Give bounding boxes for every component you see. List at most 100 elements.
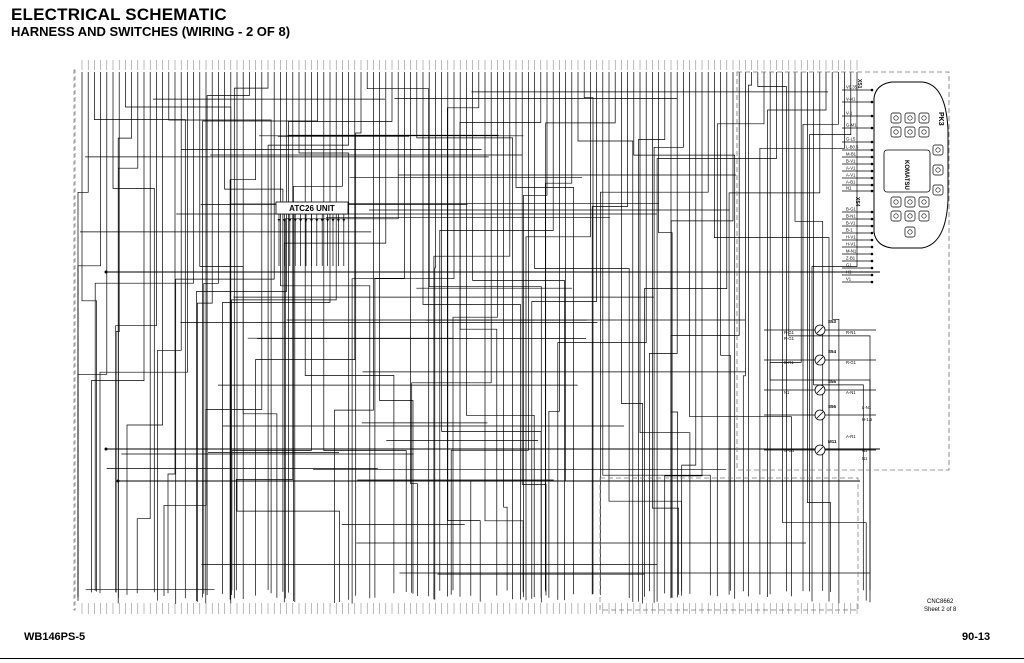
panel-pin <box>870 280 874 284</box>
panel-key-symbol <box>921 115 927 121</box>
wire <box>802 72 839 592</box>
wire <box>304 72 395 594</box>
panel-pin <box>870 252 874 256</box>
switch-wire-label: R-N1 <box>846 330 856 335</box>
panel-wire-label: V1 <box>846 277 852 282</box>
wire <box>323 72 407 592</box>
atc26-unit-label: ATC26 UNIT <box>289 204 335 213</box>
wire <box>633 72 736 599</box>
wire <box>811 72 858 602</box>
wire <box>656 72 777 602</box>
atc-pin-arrow <box>331 219 335 222</box>
panel-pin <box>870 238 874 242</box>
wire <box>714 72 830 602</box>
wire <box>503 72 508 591</box>
wire <box>163 72 207 597</box>
left-boundary <box>73 69 76 611</box>
panel-key-symbol <box>893 213 899 219</box>
wire <box>126 72 163 595</box>
wire <box>229 72 256 600</box>
panel-pin <box>870 176 874 180</box>
wire <box>767 72 827 597</box>
wire <box>523 72 548 598</box>
panel-pin <box>870 210 874 214</box>
wire <box>748 72 752 597</box>
atc-pin-arrow <box>326 219 329 222</box>
panel-key <box>904 226 916 238</box>
wire <box>283 72 387 603</box>
switch-wire-label: N1 <box>784 390 790 395</box>
wire <box>525 72 591 601</box>
switch-wire-label: B-R1 <box>784 360 794 365</box>
panel-pin <box>870 162 874 166</box>
panel-key <box>918 126 930 138</box>
junction-dot <box>104 447 108 451</box>
page-title: ELECTRICAL SCHEMATIC <box>11 5 227 24</box>
panel-key-symbol <box>907 213 913 219</box>
page-number: 90-13 <box>962 631 991 643</box>
switch-wire-label: A-N1 <box>846 390 856 395</box>
wire <box>439 72 554 591</box>
wire-bundle <box>77 72 880 604</box>
panel-key-symbol <box>935 167 941 173</box>
switch-wire-label: H-1.5 <box>862 417 873 422</box>
wire <box>466 72 535 597</box>
junction-dot <box>104 270 108 274</box>
switch-contact <box>816 326 824 334</box>
panel-wire-label: M-N1 <box>846 249 857 254</box>
switch-wire-label: R-G1 <box>846 360 857 365</box>
switch-wire-label: R-G1 <box>784 330 795 335</box>
wire <box>280 72 371 599</box>
wire <box>649 72 678 592</box>
wire <box>809 72 852 592</box>
switch-label: S56 <box>828 404 837 409</box>
wire <box>583 72 594 594</box>
panel-key-symbol <box>921 213 927 219</box>
panel-id-label: PK3 <box>937 112 944 126</box>
wire <box>115 72 120 593</box>
panel-key-symbol <box>907 229 913 235</box>
panel-key <box>918 196 930 208</box>
panel-key <box>904 196 916 208</box>
wire <box>788 72 871 591</box>
panel-pin <box>870 183 874 187</box>
wire <box>459 72 542 597</box>
wire <box>77 72 101 601</box>
wire <box>115 72 157 593</box>
panel-wire-label: M-B1 <box>846 152 857 157</box>
drawing-code-block: CNC8662 Sheet 2 of 8 <box>924 598 956 614</box>
panel-wire-label: L-B0.5 <box>846 145 859 150</box>
wire <box>545 72 616 592</box>
panel-wire-label: N1 <box>846 186 852 191</box>
atc-pin-arrow <box>283 219 286 222</box>
wire <box>99 72 188 594</box>
panel-wire-label: B-V1 <box>846 221 856 226</box>
wire <box>112 72 155 593</box>
wire <box>196 72 287 602</box>
cab-boundary <box>736 71 950 471</box>
panel-pin <box>870 155 874 159</box>
wire <box>644 72 728 597</box>
wire <box>757 72 787 592</box>
panel-wire-label: A-V1 <box>846 173 856 178</box>
wire <box>411 72 492 593</box>
wire <box>334 72 374 603</box>
lower-boundary <box>599 477 859 611</box>
wire <box>197 72 213 602</box>
wire <box>293 72 343 602</box>
wire <box>759 72 845 595</box>
wire <box>720 72 731 591</box>
wire <box>433 72 511 600</box>
wire <box>206 72 250 595</box>
wire <box>91 72 145 593</box>
panel-key <box>904 210 916 222</box>
sheet-number: Sheet 2 of 8 <box>924 607 957 613</box>
wire <box>242 72 278 598</box>
panel-key <box>918 210 930 222</box>
panel-wire-label: B-V1 <box>846 159 856 164</box>
wire <box>288 72 393 593</box>
panel-pin <box>870 273 874 277</box>
atc-pin-arrow <box>337 219 340 222</box>
wire <box>117 72 132 604</box>
wire <box>716 72 765 597</box>
